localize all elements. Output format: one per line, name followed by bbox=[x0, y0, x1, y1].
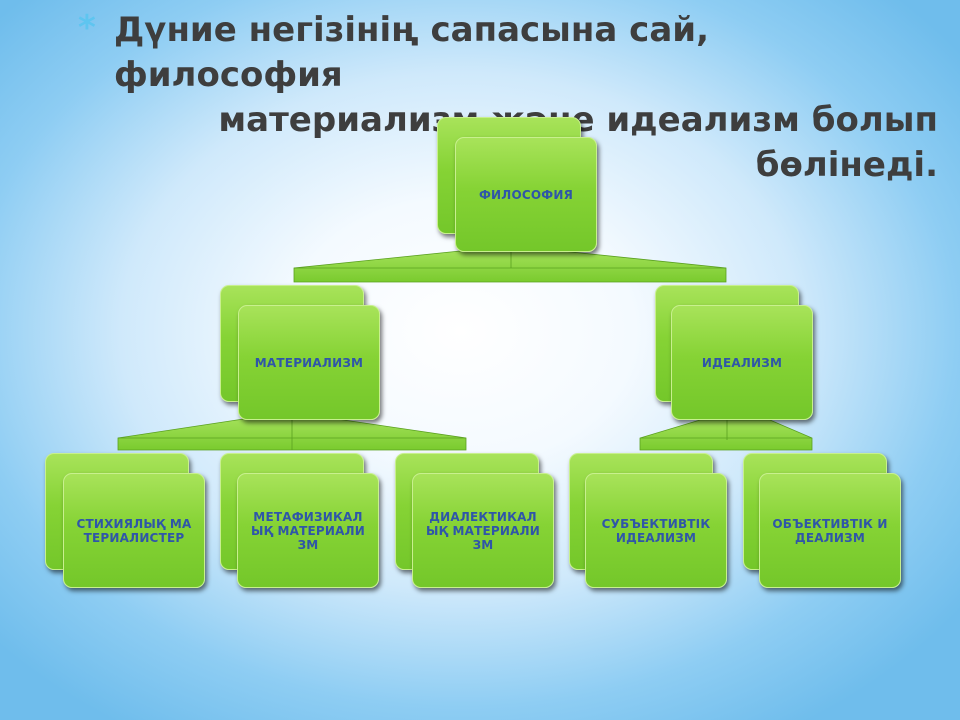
title-line-1: Дүние негізінің сапасына сай, философия bbox=[114, 10, 710, 95]
slide-title: * Дүние негізінің сапасына сай, философи… bbox=[78, 8, 938, 188]
node-materialism: МАТЕРИАЛИЗМ bbox=[220, 285, 382, 423]
node-metaphysical-materialism: МЕТАФИЗИКАЛЫҚ МАТЕРИАЛИЗМ bbox=[220, 453, 382, 591]
connector-idealism-to-children bbox=[639, 419, 813, 451]
title-line-3: бөлінеді. bbox=[755, 145, 938, 185]
node-dialectical-label: ДИАЛЕКТИКАЛЫҚ МАТЕРИАЛИЗМ bbox=[425, 509, 541, 552]
node-philosophy: ФИЛОСОФИЯ bbox=[437, 117, 599, 255]
node-idealism-label: ИДЕАЛИЗМ bbox=[701, 355, 783, 370]
node-idealism: ИДЕАЛИЗМ bbox=[655, 285, 817, 423]
node-objective-idealism: ОБЪЕКТИВТІК ИДЕАЛИЗМ bbox=[743, 453, 905, 591]
node-objective-label: ОБЪЕКТИВТІК ИДЕАЛИЗМ bbox=[772, 516, 888, 545]
node-materialism-label: МАТЕРИАЛИЗМ bbox=[254, 355, 364, 370]
node-subjective-idealism: СУБЪЕКТИВТІК ИДЕАЛИЗМ bbox=[569, 453, 731, 591]
node-subjective-label: СУБЪЕКТИВТІК ИДЕАЛИЗМ bbox=[601, 516, 711, 545]
bullet-star-icon: * bbox=[78, 8, 96, 48]
node-philosophy-label: ФИЛОСОФИЯ bbox=[478, 187, 574, 202]
node-metaphysical-label: МЕТАФИЗИКАЛЫҚ МАТЕРИАЛИЗМ bbox=[250, 509, 366, 552]
node-dialectical-materialism: ДИАЛЕКТИКАЛЫҚ МАТЕРИАЛИЗМ bbox=[395, 453, 557, 591]
node-spontaneous-label: СТИХИЯЛЫҚ МАТЕРИАЛИСТЕР bbox=[76, 516, 192, 545]
node-spontaneous-materialists: СТИХИЯЛЫҚ МАТЕРИАЛИСТЕР bbox=[45, 453, 207, 591]
